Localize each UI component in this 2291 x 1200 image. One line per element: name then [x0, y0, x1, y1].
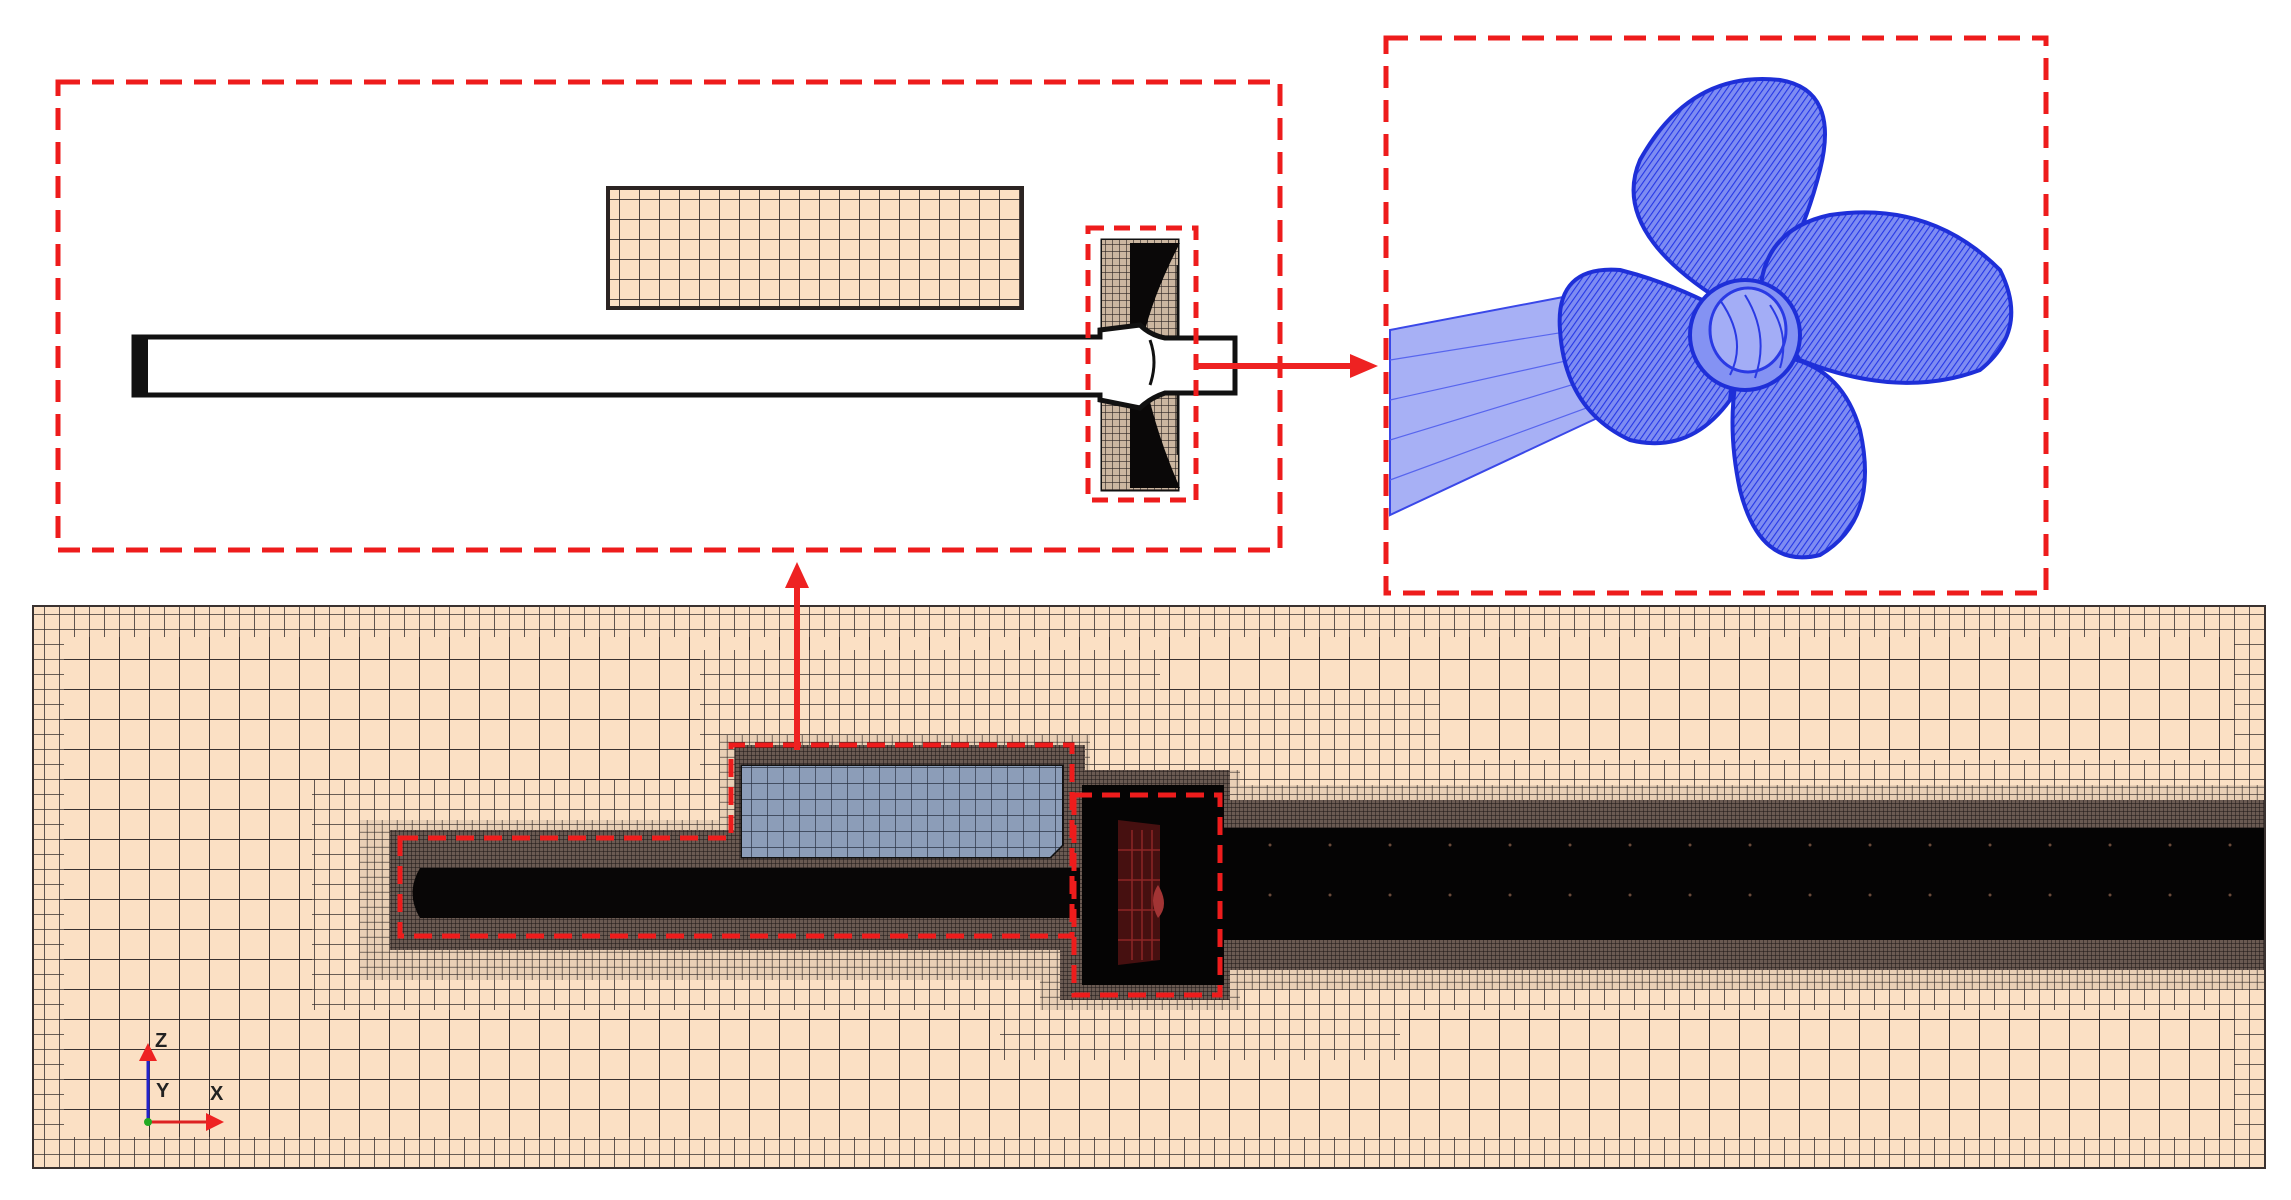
axis-x-label: X — [210, 1083, 224, 1105]
domain-mesh-panel: Z Y X — [32, 605, 2266, 1169]
propeller-inset-panel — [1383, 35, 2049, 596]
arrow-right-icon — [1195, 354, 1378, 378]
arrow-up-icon — [785, 562, 809, 750]
connector-arrows — [785, 354, 1378, 750]
hull-inset-panel — [55, 79, 1283, 553]
hull-cut-dense-mesh — [412, 868, 1080, 918]
propeller-trace-icon — [1118, 820, 1164, 965]
axis-triad-icon: Z Y X — [139, 1030, 224, 1131]
hull-highlight-dashed-box — [397, 742, 1075, 939]
propeller-icon — [1389, 77, 2014, 560]
domain-bottom-refinement-band — [34, 1137, 2264, 1167]
axis-z-label: Z — [155, 1030, 167, 1052]
propeller-blade-right — [1757, 210, 2014, 385]
propeller-highlight-dashed-box — [1071, 792, 1223, 998]
inset-refinement-box — [606, 186, 1024, 310]
inset-hull-bow — [132, 337, 148, 395]
blue-refinement-box — [740, 764, 1064, 859]
domain-top-refinement-band — [34, 607, 2264, 637]
inset-hull-body — [131, 322, 1238, 411]
wake-grid-dots — [1268, 843, 2232, 897]
hull-inset-dashed-frame — [55, 79, 1283, 553]
inset-propeller-cut-shape — [1130, 243, 1180, 488]
domain-left-refinement-band — [34, 607, 64, 1167]
propeller-blade-bottom — [1730, 352, 1867, 560]
axis-y-label: Y — [156, 1080, 170, 1102]
wake-dense-mesh — [1218, 828, 2264, 940]
